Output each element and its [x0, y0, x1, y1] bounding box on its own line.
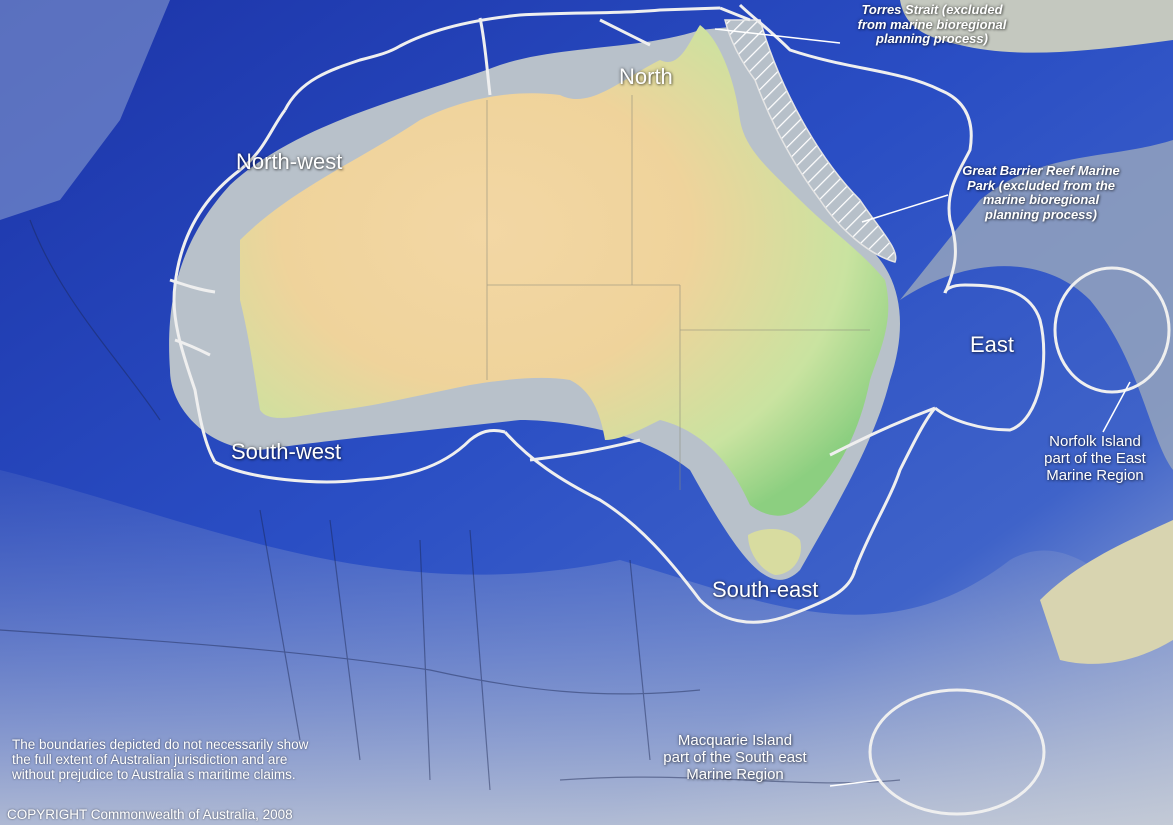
- leader-lines: [714, 28, 1131, 787]
- disclaimer-text: The boundaries depicted do not necessari…: [12, 737, 309, 783]
- region-boundaries: [169, 3, 1171, 816]
- region-label-north: North: [619, 64, 673, 89]
- southern-seafloor: [0, 470, 1173, 825]
- western-seafloor: [0, 0, 170, 220]
- macquarie-island-note: Macquarie Island part of the South east …: [663, 732, 807, 783]
- great-barrier-reef-note: Great Barrier Reef Marine Park (excluded…: [962, 163, 1120, 222]
- seafloor-ridges: [0, 219, 901, 791]
- norfolk-island-note: Norfolk Island part of the East Marine R…: [1044, 433, 1146, 484]
- state-borders: [486, 95, 870, 490]
- new-guinea: [900, 0, 1173, 53]
- new-zealand: [1040, 520, 1173, 664]
- australia-mainland: [240, 25, 889, 516]
- great-barrier-reef-zone: [724, 19, 897, 263]
- tasmania: [748, 528, 801, 575]
- east-plateau: [900, 140, 1173, 470]
- region-label-south-east: South-east: [712, 577, 819, 602]
- region-label-east: East: [970, 332, 1015, 357]
- torres-strait-note: Torres Strait (excluded from marine bior…: [857, 2, 1007, 47]
- copyright-text: COPYRIGHT Commonwealth of Australia, 200…: [7, 807, 293, 822]
- region-label-north-west: North-west: [236, 149, 343, 174]
- region-label-south-west: South-west: [231, 439, 342, 464]
